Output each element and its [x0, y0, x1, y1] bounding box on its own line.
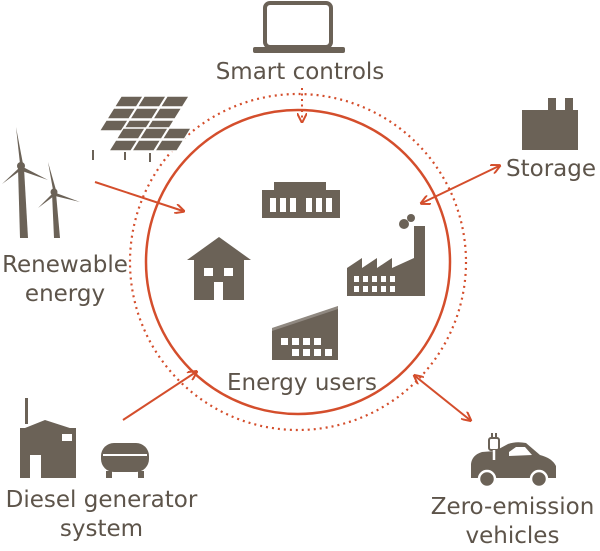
- house-icon: [187, 237, 251, 300]
- energy-users-ring: [144, 108, 452, 416]
- renewable-label-line2: energy: [24, 281, 106, 307]
- diesel-label-line2: system: [59, 516, 144, 542]
- generator-shed-icon: [20, 398, 76, 478]
- electric-car-icon: [471, 433, 556, 489]
- renewable-label-line1: Renewable: [2, 252, 128, 278]
- laptop-icon: [253, 1, 345, 53]
- diesel-generator-label: Diesel generator system: [0, 486, 203, 544]
- office-building-icon: [262, 182, 340, 218]
- zero-label-line1: Zero-emission: [430, 494, 595, 520]
- diesel-arrow: [122, 372, 196, 421]
- renewable-arrow: [94, 181, 183, 211]
- wind-turbine-icon: [2, 127, 80, 238]
- fuel-tank-icon: [101, 443, 149, 478]
- solar-panel-icon: [92, 95, 193, 162]
- vehicles-arrow: [415, 376, 470, 420]
- renewable-energy-label: Renewable energy: [0, 251, 130, 309]
- modern-building-icon: [272, 306, 338, 360]
- zero-emission-label: Zero-emission vehicles: [425, 493, 600, 551]
- smart-controls-label: Smart controls: [215, 59, 385, 85]
- outer-dotted-ring: [128, 92, 468, 432]
- diesel-label-line1: Diesel generator: [5, 487, 198, 513]
- energy-users-label: Energy users: [227, 370, 377, 396]
- storage-arrow: [422, 166, 499, 203]
- zero-label-line2: vehicles: [465, 523, 560, 549]
- storage-building-icon: [522, 98, 578, 150]
- factory-icon: [347, 214, 425, 296]
- storage-label: Storage: [506, 156, 596, 182]
